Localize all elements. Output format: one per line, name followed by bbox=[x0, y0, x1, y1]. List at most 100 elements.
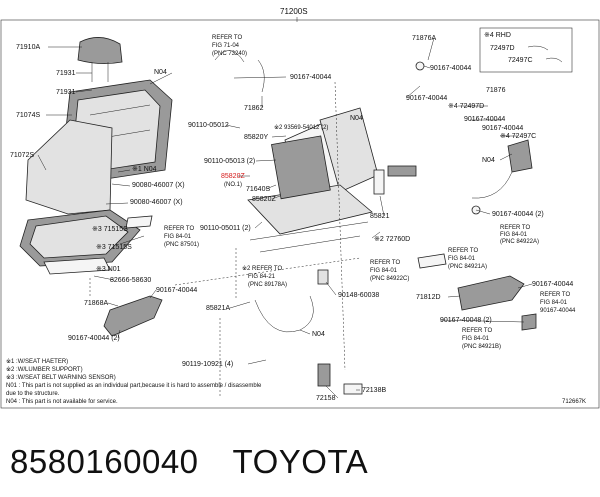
label-ref: REFER TO bbox=[462, 328, 492, 334]
label-90167-40044: 90167-40044 bbox=[464, 116, 505, 123]
label-71515S: ※3 71515S bbox=[96, 244, 132, 251]
label-rhd: ※4 RHD bbox=[484, 32, 511, 39]
label-ref: FIG 84-01 bbox=[448, 256, 476, 262]
label-ref: (PNC 87501) bbox=[164, 242, 199, 248]
label-ref: FIG 84-01 bbox=[370, 268, 398, 274]
part-labels: 71910A 71931 71931 71074S 71072S N04 ※1 … bbox=[10, 27, 576, 402]
label-71931: 71931 bbox=[56, 70, 76, 77]
label-ref: FIG 71-04 bbox=[212, 43, 240, 49]
label-ref: REFER TO bbox=[212, 35, 242, 41]
label-ref: (PNC 84921B) bbox=[462, 344, 501, 350]
switch-knob-drawing bbox=[417, 253, 447, 269]
label-93569: ※2 93569-54012 (2) bbox=[274, 124, 328, 131]
label-90167-40044: 90167-40044 (2) bbox=[68, 335, 120, 342]
label-90167-40044: 90167-40044 bbox=[156, 287, 197, 294]
lever-drawing bbox=[521, 313, 537, 331]
label-82666: 82666-58630 bbox=[110, 277, 151, 284]
label-90167-40044: 90167-40044 bbox=[532, 281, 573, 288]
diagram-frame bbox=[0, 19, 600, 409]
note-n01-cont: due to the structure. bbox=[6, 391, 60, 397]
label-90110-05013: 90110-05013 (2) bbox=[204, 158, 255, 165]
heater-pad-drawing bbox=[507, 139, 533, 173]
label-N04: N04 bbox=[350, 115, 363, 122]
top-ref-label: 71200S bbox=[280, 7, 308, 16]
label-90080-46007: 90080-46007 (X) bbox=[132, 182, 185, 189]
label-85820Z: 85820Z bbox=[221, 173, 245, 180]
label-90167-40044: 90167-40044 bbox=[406, 95, 447, 102]
note-n01: N01 : This part is not supplied as an in… bbox=[6, 383, 262, 389]
label-71931: 71931 bbox=[56, 89, 76, 96]
seat-cushion-drawing bbox=[19, 209, 141, 275]
label-71515S: ※3 71515S bbox=[92, 226, 128, 233]
label-ref: FIG 84-01 bbox=[164, 234, 192, 240]
label-ref: 90167-40044 bbox=[540, 308, 576, 314]
label-71072S: 71072S bbox=[10, 152, 34, 159]
label-90110-05012: 90110-05012 bbox=[188, 122, 229, 129]
label-72497C: 72497C bbox=[508, 57, 533, 64]
label-72497C: ※4 72497C bbox=[500, 133, 536, 140]
label-ref: REFER TO bbox=[448, 248, 478, 254]
sensor-pad-drawing bbox=[125, 215, 153, 229]
cover-72138B-drawing bbox=[343, 383, 363, 395]
label-N04: N04 bbox=[482, 157, 495, 164]
label-72497D: 72497D bbox=[490, 45, 515, 52]
label-71910A: 71910A bbox=[16, 44, 40, 51]
label-ref: (PNC 84922C) bbox=[370, 276, 409, 282]
brand-name: TOYOTA bbox=[232, 443, 369, 480]
label-ref: ※2 REFER TO bbox=[242, 265, 282, 272]
headrest-guide-drawing bbox=[214, 50, 265, 93]
label-N04: N04 bbox=[154, 69, 167, 76]
label-ref: FIG 84-01 bbox=[540, 300, 568, 306]
note-2: ※2 :W/LUMBER SUPPORT) bbox=[6, 366, 83, 373]
rhd-box bbox=[479, 27, 573, 73]
note-n04: N04 : This part is not available for ser… bbox=[6, 399, 118, 405]
connector-drawing bbox=[317, 269, 329, 285]
label-72497D: ※4 72497D bbox=[448, 103, 484, 110]
label-ref: REFER TO bbox=[540, 292, 570, 298]
label-90167-40044: 90167-40044 (2) bbox=[492, 211, 544, 218]
label-71812D: 71812D bbox=[416, 294, 441, 301]
wire-harness-drawing bbox=[254, 295, 314, 333]
label-71876A: 71876A bbox=[412, 35, 436, 42]
label-71876: 71876 bbox=[486, 87, 506, 94]
label-N04: N04 bbox=[312, 331, 325, 338]
label-85820Z: 85820Z bbox=[252, 196, 276, 203]
label-71640S: 71640S bbox=[246, 186, 270, 193]
label-71862: 71862 bbox=[244, 105, 264, 112]
label-ref: (PNC 89178A) bbox=[248, 282, 287, 288]
clip-drawing bbox=[415, 61, 425, 71]
seat-frame-drawing bbox=[247, 107, 379, 253]
label-ref: REFER TO bbox=[500, 225, 530, 231]
label-85820Y: 85820Y bbox=[244, 134, 268, 141]
side-cover-drawing bbox=[457, 275, 525, 311]
label-ref: FIG 84-01 bbox=[462, 336, 490, 342]
label-90167-40044: 90167-40044 bbox=[290, 74, 331, 81]
label-85821A: 85821A bbox=[206, 305, 230, 312]
label-90110-05011: 90110-05011 (2) bbox=[200, 225, 251, 232]
lumbar-motor-drawing bbox=[387, 165, 417, 177]
cover-72158-drawing bbox=[317, 363, 331, 387]
label-ref: REFER TO bbox=[164, 226, 194, 232]
label-90080-46007: 90080-46007 (X) bbox=[130, 199, 183, 206]
seat-back-cover-drawing bbox=[25, 119, 113, 215]
label-72158: 72158 bbox=[316, 395, 336, 402]
note-1: ※1 :W/SEAT HAETER) bbox=[6, 358, 68, 365]
label-ref: (PNC 84921A) bbox=[448, 264, 487, 270]
part-number: 8580160040 bbox=[10, 443, 199, 480]
label-72760D: ※2 72760D bbox=[374, 236, 410, 243]
label-no1: (NO.1) bbox=[224, 182, 242, 188]
label-90167-40044: 90167-40044 bbox=[430, 65, 471, 72]
label-72138B: 72138B bbox=[362, 387, 386, 394]
label-90167-40044: 90167-40044 bbox=[482, 125, 523, 132]
parts-diagram: 71200S bbox=[0, 7, 600, 409]
label-N01: ※3 N01 bbox=[96, 266, 121, 273]
label-90148-60038: 90148-60038 bbox=[338, 292, 379, 299]
diagram-code: 712667K bbox=[562, 399, 586, 405]
label-ref: FIG 84-21 bbox=[248, 274, 276, 280]
label-71074S: 71074S bbox=[16, 112, 40, 119]
label-N04: ※1 N04 bbox=[132, 166, 157, 173]
footnotes: ※1 :W/SEAT HAETER) ※2 :W/LUMBER SUPPORT)… bbox=[6, 358, 262, 405]
label-85821: 85821 bbox=[370, 213, 390, 220]
headrest-drawing bbox=[77, 37, 123, 82]
label-ref: (PNC 84922A) bbox=[500, 239, 539, 245]
